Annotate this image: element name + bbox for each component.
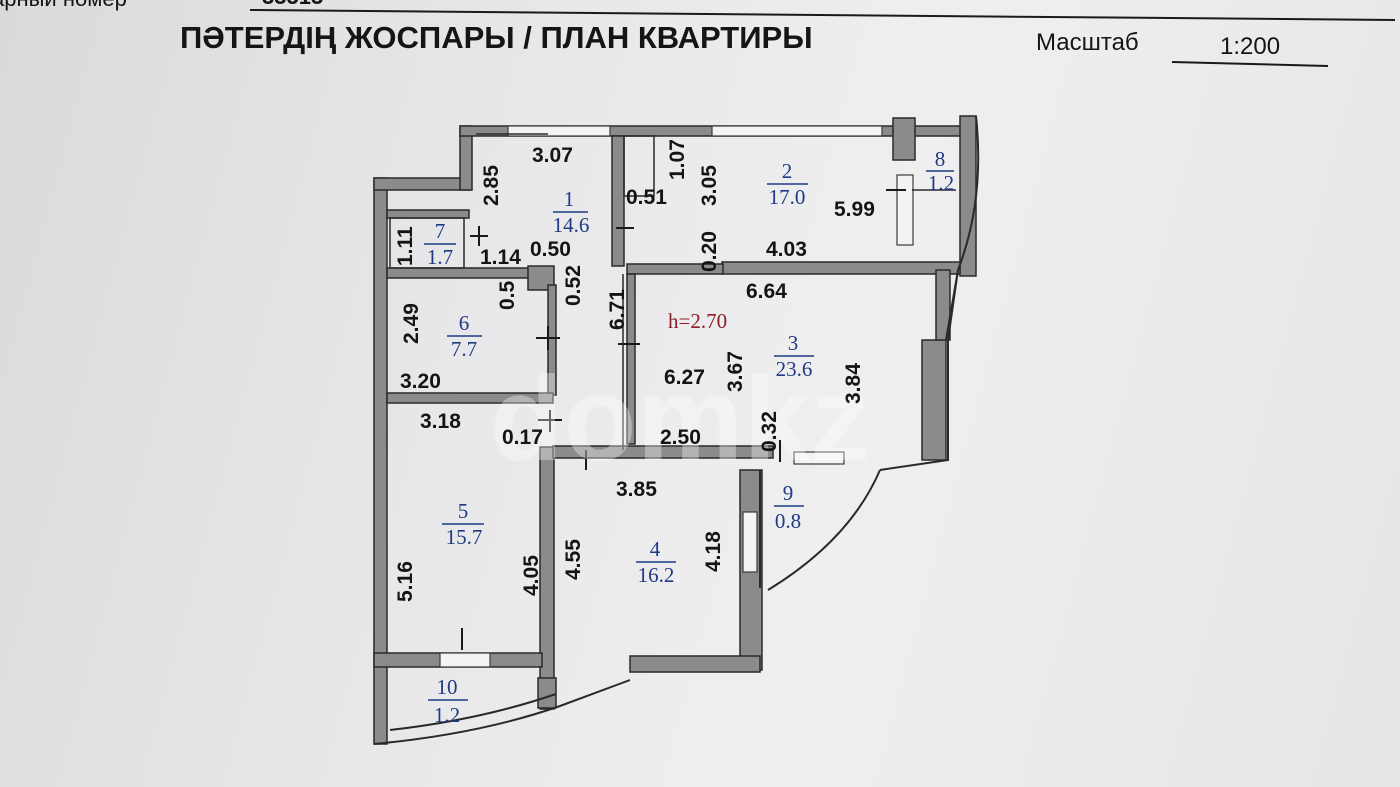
dimension-labels-vertical: 2.85 1.07 3.05 1.11 0.52 0.20 2.49 0.5 6…: [394, 139, 865, 602]
dim-6-71: 6.71: [606, 289, 629, 330]
room-number-7: 7: [435, 219, 446, 243]
dim-6-27: 6.27: [664, 366, 705, 389]
dim-2-85: 2.85: [480, 165, 503, 206]
dim-1-11: 1.11: [394, 226, 417, 266]
apartment-number-value: 33513: [262, 0, 323, 9]
dimension-labels: 3.07 0.51 5.99 1.14 0.50 4.03 6.64 6.27 …: [400, 144, 875, 501]
dim-5-16: 5.16: [394, 561, 417, 602]
dim-4-18: 4.18: [702, 531, 725, 572]
room-area-4: 16.2: [638, 563, 675, 587]
scale-underline: [1171, 61, 1329, 67]
balcony-outlines: [373, 115, 980, 745]
room-number-1: 1: [564, 187, 575, 211]
room-number-10: 10: [437, 675, 458, 699]
dim-2-49: 2.49: [400, 303, 423, 344]
dim-0-17: 0.17: [502, 426, 543, 449]
room-area-6: 7.7: [451, 337, 477, 361]
room-labels: 1 14.6 2 17.0 3 23.6 4 16.2 5 15.7 6 7.7…: [424, 147, 954, 727]
dim-4-03: 4.03: [766, 238, 807, 261]
dim-0-51: 0.51: [626, 186, 667, 209]
dim-4-55: 4.55: [562, 539, 585, 580]
room-number-8: 8: [935, 147, 946, 171]
room-area-1: 14.6: [553, 213, 590, 237]
dim-3-18: 3.18: [420, 410, 461, 433]
dim-4-05: 4.05: [520, 555, 543, 596]
room-number-5: 5: [458, 499, 469, 523]
dim-3-67: 3.67: [724, 351, 747, 392]
room-area-8: 1.2: [928, 171, 954, 195]
room-number-4: 4: [650, 537, 661, 561]
ceiling-height: h=2.70: [668, 309, 727, 333]
room-details: [389, 133, 956, 450]
room-area-3: 23.6: [776, 357, 813, 381]
dim-2-50: 2.50: [660, 426, 701, 449]
room-number-3: 3: [788, 331, 799, 355]
dim-0-20: 0.20: [698, 231, 721, 272]
apartment-number-label: арный номер: [0, 0, 127, 11]
windows: [439, 125, 914, 668]
room-area-2: 17.0: [769, 185, 806, 209]
room-area-5: 15.7: [446, 525, 483, 549]
sheet-header: арный номер 33513 ПӘТЕРДІҢ ЖОСПАРЫ / ПЛА…: [0, 0, 1396, 67]
dim-5-99: 5.99: [834, 198, 875, 221]
scale-value: 1:200: [1220, 33, 1280, 60]
watermark: domkz: [490, 352, 870, 486]
room-area-9: 0.8: [775, 509, 801, 533]
dim-0-50: 0.50: [530, 238, 571, 261]
dim-0-32: 0.32: [758, 411, 781, 452]
dim-3-84: 3.84: [842, 363, 865, 404]
header-rule: [249, 9, 1396, 21]
dim-3-07: 3.07: [532, 144, 573, 167]
door-marks: [461, 189, 906, 650]
dim-1-07: 1.07: [666, 139, 689, 180]
dim-0-5-small: 0.5: [496, 280, 519, 310]
scale-label: Масштаб: [1036, 29, 1139, 56]
room-area-7: 1.7: [427, 245, 453, 269]
room-number-2: 2: [782, 159, 793, 183]
dim-3-20: 3.20: [400, 370, 441, 393]
dim-6-64: 6.64: [746, 280, 787, 303]
room-area-10: 1.2: [434, 703, 460, 727]
dim-0-52: 0.52: [562, 265, 585, 306]
room-number-9: 9: [783, 481, 794, 505]
dim-1-14: 1.14: [480, 246, 521, 269]
dim-3-05: 3.05: [698, 165, 721, 206]
room-number-6: 6: [459, 311, 470, 335]
dim-3-85: 3.85: [616, 478, 657, 501]
plan-title: ПӘТЕРДІҢ ЖОСПАРЫ / ПЛАН КВАРТИРЫ: [180, 20, 813, 55]
